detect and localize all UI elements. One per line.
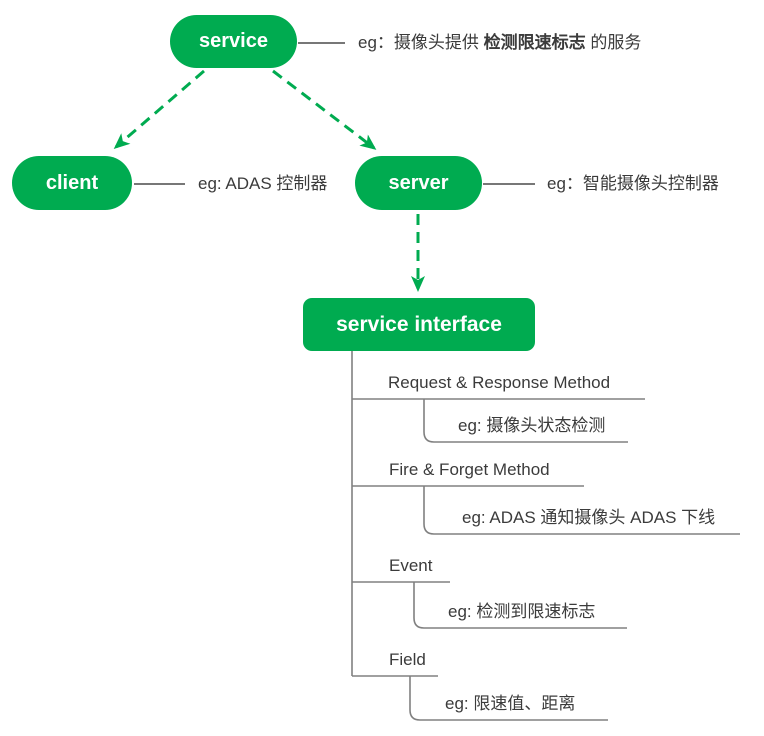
tree-example-field[interactable]: eg: 限速值、距离 bbox=[445, 694, 576, 713]
tree-elbow-field-example bbox=[409, 676, 608, 721]
note-client[interactable]: eg: ADAS 控制器 bbox=[198, 174, 328, 193]
tree-item-request-response-method[interactable]: Request & Response Method bbox=[388, 373, 611, 392]
tree-example-fire-forget-method[interactable]: eg: ADAS 通知摄像头 ADAS 下线 bbox=[462, 508, 716, 527]
node-server[interactable]: server bbox=[355, 156, 482, 210]
tree-elbow-request-response-example bbox=[423, 399, 628, 443]
tree-item-fire-forget-method[interactable]: Fire & Forget Method bbox=[389, 460, 550, 479]
node-service-interface[interactable]: service interface bbox=[303, 298, 535, 351]
tree-elbow-event-example bbox=[413, 582, 627, 629]
arrow-service-to-server bbox=[272, 69, 377, 150]
note-service-prefix: eg：摄像头提供 bbox=[358, 33, 484, 52]
tree-example-event[interactable]: eg: 检测到限速标志 bbox=[448, 602, 596, 621]
tree-item-event[interactable]: Event bbox=[389, 556, 433, 575]
note-service-suffix: 的服务 bbox=[585, 33, 642, 52]
tree-elbow-fire-forget-example bbox=[423, 486, 740, 535]
tree-item-field[interactable]: Field bbox=[389, 650, 426, 669]
tree-example-request-response-method[interactable]: eg: 摄像头状态检测 bbox=[458, 416, 606, 435]
node-client[interactable]: client bbox=[12, 156, 132, 210]
note-service-bold: 检测限速标志 bbox=[483, 33, 586, 52]
node-service[interactable]: service bbox=[170, 15, 297, 68]
note-service[interactable]: eg：摄像头提供 检测限速标志 的服务 bbox=[358, 33, 641, 53]
note-server[interactable]: eg：智能摄像头控制器 bbox=[547, 174, 719, 193]
arrow-service-to-client bbox=[113, 69, 205, 149]
